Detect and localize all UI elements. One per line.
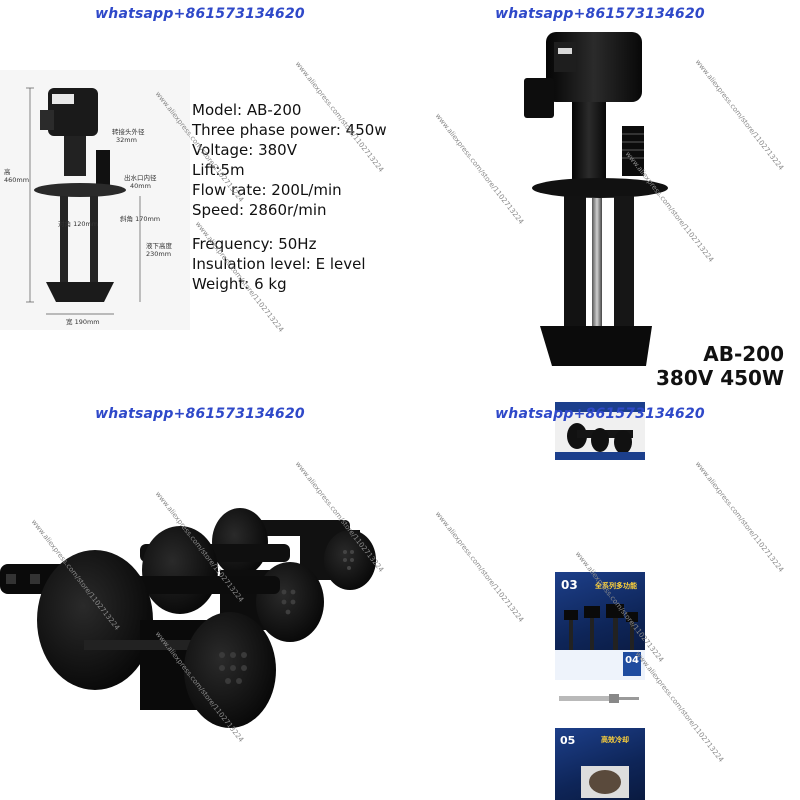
outlet-value-label: 40mm [130, 182, 151, 190]
store-watermark: www.aliexpress.com/store/1102713224 [633, 650, 726, 764]
whatsapp-contact-watermark: whatsapp+861573134620 [495, 6, 705, 22]
rating-label: 380V 450W [656, 366, 784, 390]
whatsapp-contact-watermark: whatsapp+861573134620 [495, 406, 705, 422]
outlet-cn-label: 出水口内径 [124, 174, 157, 182]
shaft-value-label: 32mm [116, 136, 137, 144]
hole-diagonal-label: 对角 120mm [58, 220, 99, 228]
shaft-part-image [559, 694, 639, 703]
card-04-badge [623, 652, 641, 676]
brochure-card-05: 05 高效冷却 [555, 728, 645, 800]
brochure-strip-04: 04 [555, 650, 645, 680]
width-label: 宽 190mm [66, 318, 100, 326]
card-number: 03 [561, 578, 578, 592]
height-cn-label: 高 [4, 168, 11, 176]
pumps-thumbnail [555, 402, 645, 460]
store-watermark: www.aliexpress.com/store/1102713224 [433, 510, 526, 624]
cooling-product-image [581, 766, 629, 798]
spec-power: Three phase power: 450w [192, 121, 387, 139]
panel-brochure-pages: whatsapp+861573134620 03 全系列多功能 04 05 高效 [400, 400, 800, 800]
hole-oblique-label: 斜角 170mm [120, 215, 161, 223]
card-number: 05 [560, 734, 576, 747]
pump-photo [524, 32, 668, 366]
store-watermark: www.aliexpress.com/store/1102713224 [693, 58, 786, 172]
spec-flow-rate: Flow rate: 200L/min [192, 181, 342, 199]
spec-model: Model: AB-200 [192, 101, 302, 119]
whatsapp-contact-watermark: whatsapp+861573134620 [95, 406, 305, 422]
spec-frequency: Frequency: 50Hz [192, 235, 317, 253]
card-number: 04 [625, 655, 639, 666]
depth-value-label: 230mm [146, 250, 172, 258]
pumps-group-photo [0, 508, 376, 728]
model-rating-label: AB-200 380V 450W [656, 342, 784, 390]
panel-product-photo: whatsapp+861573134620 AB-200 380V 4 [400, 0, 800, 400]
height-value-label: 460mm [4, 176, 30, 184]
shaft-cn-label: 转接头外径 [112, 128, 145, 136]
pump-dimension-drawing [0, 70, 190, 330]
spec-lift: Lift:5m [192, 161, 245, 179]
card-heading: 全系列多功能 [595, 582, 637, 590]
spec-weight: Weight: 6 kg [192, 275, 287, 293]
panel-pump-group-photo: whatsapp+861573134620 [0, 400, 400, 800]
model-label: AB-200 [703, 342, 784, 366]
store-watermark: www.aliexpress.com/store/1102713224 [433, 112, 526, 226]
store-watermark: www.aliexpress.com/store/1102713224 [693, 460, 786, 574]
panel-specifications: whatsapp+861573134620 高 460mm 转接头外径 32mm… [0, 0, 400, 400]
whatsapp-contact-watermark: whatsapp+861573134620 [95, 6, 305, 22]
spec-speed: Speed: 2860r/min [192, 201, 327, 219]
pump-lineup-image [564, 604, 638, 654]
spec-list: Model: AB-200 Three phase power: 450w Vo… [192, 100, 387, 294]
spec-voltage: Voltage: 380V [192, 141, 297, 159]
depth-cn-label: 液下高度 [146, 242, 172, 250]
card-heading: 高效冷却 [601, 736, 629, 744]
spec-insulation: Insulation level: E level [192, 255, 366, 273]
brochure-card-03: 03 全系列多功能 [555, 572, 645, 660]
spec-gap [192, 220, 387, 234]
